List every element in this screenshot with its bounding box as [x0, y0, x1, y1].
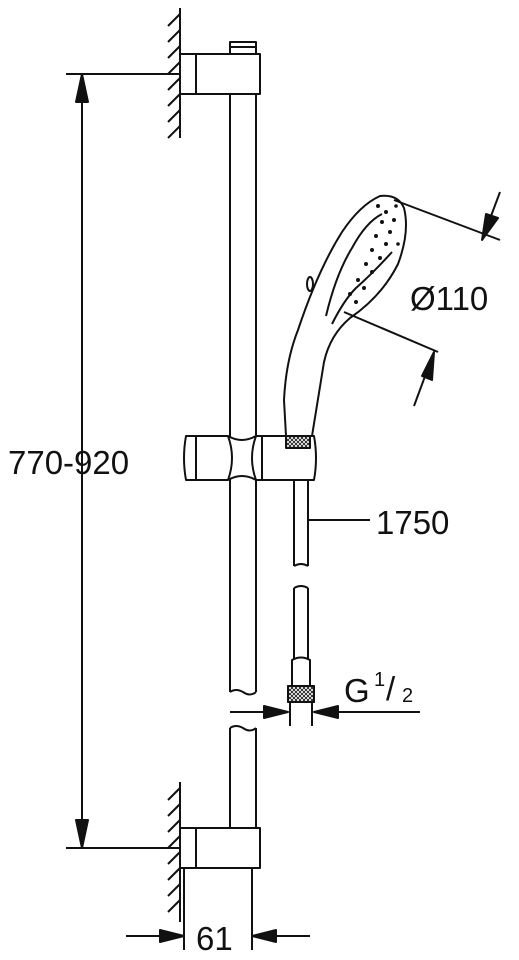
- height-range-label: 770-920: [8, 444, 129, 481]
- diameter-dimension: [344, 192, 500, 406]
- shower-rail: [230, 94, 256, 828]
- hose-length-label: 1750: [376, 504, 449, 541]
- offset-dimension: [126, 868, 310, 950]
- shower-hose: [288, 480, 314, 726]
- hand-shower: [284, 196, 406, 448]
- thread-dimension: [230, 706, 420, 718]
- bottom-wall-bracket: [180, 828, 260, 868]
- height-dimension: [66, 74, 180, 848]
- thread-numerator: 1: [374, 669, 385, 691]
- wall-bottom: [168, 782, 180, 922]
- head-diameter-label: Ø110: [410, 280, 488, 317]
- thread-label: G: [344, 672, 370, 709]
- top-wall-bracket: [180, 42, 260, 94]
- thread-denominator: 2: [402, 685, 413, 707]
- thread-slash: /: [386, 670, 396, 707]
- nozzle-face: [348, 204, 400, 304]
- wall-offset-label: 61: [196, 920, 233, 957]
- shower-head-slider: [184, 436, 316, 480]
